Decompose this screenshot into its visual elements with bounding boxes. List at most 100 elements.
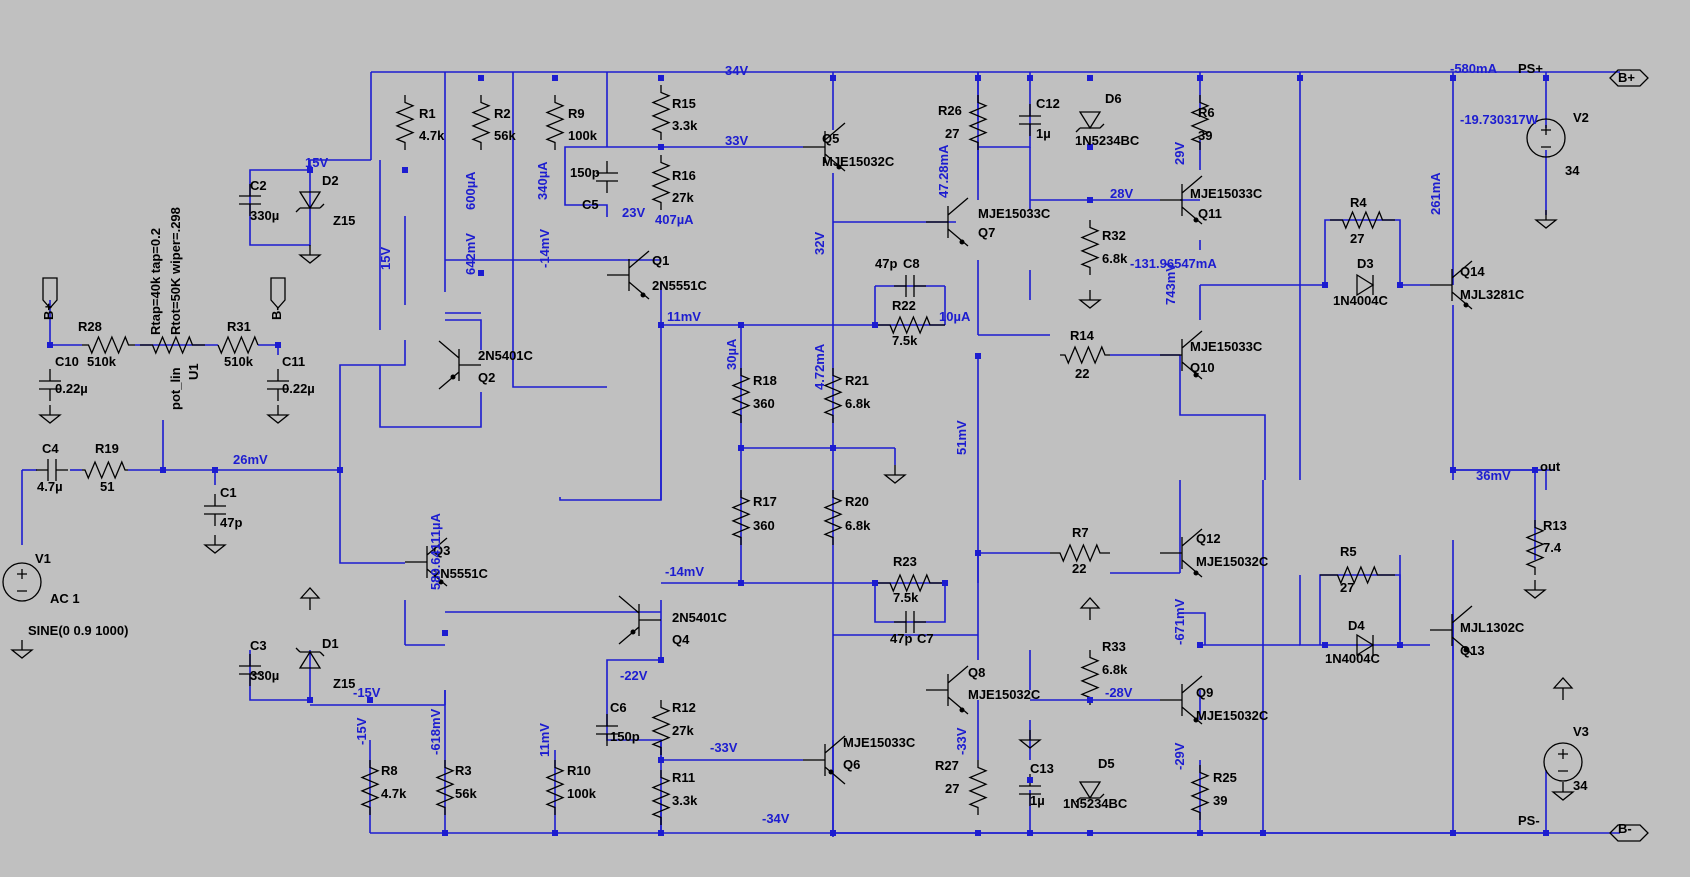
net-label: 11mV — [667, 309, 701, 324]
resistor-r6 — [1190, 95, 1210, 150]
component-label: out — [1540, 459, 1561, 474]
transistor-q14 — [1430, 260, 1473, 310]
resistor-r25 — [1190, 765, 1210, 820]
component-label: R1 — [419, 106, 436, 121]
component-label: R7 — [1072, 525, 1089, 540]
net-label: -580mA — [1450, 61, 1498, 76]
component-label: 360 — [753, 396, 775, 411]
component-label: R10 — [567, 763, 591, 778]
component-label: 27 — [1350, 231, 1364, 246]
ground-symbol — [203, 535, 227, 554]
component-label: 1N4004C — [1333, 293, 1389, 308]
wire — [559, 283, 662, 501]
component-label: 34 — [1565, 163, 1580, 178]
junction-dot — [942, 580, 948, 586]
net-label-vertical: -618mV — [428, 708, 443, 755]
capacitor-c6 — [596, 714, 618, 746]
transistor-q5 — [803, 122, 846, 172]
component-label: C7 — [917, 631, 934, 646]
junction-dot — [367, 697, 373, 703]
component-label: Q14 — [1460, 264, 1485, 279]
resistor-r13 — [1525, 520, 1545, 575]
component-label: Q11 — [1198, 206, 1222, 221]
emitter-arrow — [630, 629, 636, 635]
component-label: V2 — [1573, 110, 1589, 125]
component-label: 150p — [610, 729, 640, 744]
junction-dot — [1450, 75, 1456, 81]
wire — [1319, 574, 1401, 645]
component-label: 2N5551C — [433, 566, 489, 581]
junction-dot — [1197, 830, 1203, 836]
junction-dot — [658, 75, 664, 81]
wire — [445, 319, 482, 350]
transistor-q6 — [803, 735, 846, 785]
component-label: Q10 — [1190, 360, 1215, 375]
net-label-vertical: 47.28mA — [936, 144, 951, 198]
emitter-arrow — [1193, 570, 1199, 576]
net-label: -28V — [1105, 685, 1133, 700]
net-label: 23V — [622, 205, 645, 220]
net-label-vertical: 11mV — [537, 723, 552, 757]
component-label: 6.8k — [845, 518, 871, 533]
component-label: 330µ — [250, 208, 279, 223]
emitter-arrow — [1193, 372, 1199, 378]
wire — [564, 146, 608, 217]
wire — [249, 160, 311, 246]
junction-dot — [275, 342, 281, 348]
component-label: D3 — [1357, 256, 1374, 271]
resistor-r16 — [651, 155, 671, 210]
component-label: 100k — [568, 128, 598, 143]
junction-dot — [337, 467, 343, 473]
resistor-r27 — [968, 760, 988, 815]
component-label: R17 — [753, 494, 777, 509]
junctions — [47, 75, 1549, 836]
junction-dot — [1450, 830, 1456, 836]
junction-dot — [872, 580, 878, 586]
resistor-r20 — [823, 490, 843, 545]
junction-dot — [830, 830, 836, 836]
component-label: MJL1302C — [1460, 620, 1525, 635]
junction-dot — [442, 630, 448, 636]
junction-dot — [1027, 75, 1033, 81]
transistor-q10 — [1160, 330, 1203, 380]
component-label: 39 — [1198, 128, 1212, 143]
resistor-r22 — [875, 315, 945, 335]
ground-symbol — [38, 405, 62, 424]
polarity-marks — [1558, 749, 1568, 772]
component-label: Q7 — [978, 225, 995, 240]
component-label: 22 — [1075, 366, 1089, 381]
resistor-r11 — [651, 770, 671, 825]
net-label: 15V — [305, 155, 328, 170]
port-bplus-left-label: B+ — [41, 303, 56, 320]
capacitor-c8 — [894, 275, 926, 297]
pot-param-top: Rtap=40k tap=0.2 — [148, 228, 163, 335]
net-label: 36mV — [1476, 468, 1511, 483]
component-label: C6 — [610, 700, 627, 715]
component-label: C10 — [55, 354, 79, 369]
capacitor-c10 — [39, 369, 61, 401]
net-label-vertical: -14mV — [537, 229, 552, 268]
resistor-r17 — [731, 490, 751, 545]
zener-d6 — [1075, 111, 1105, 133]
junction-dot — [1322, 282, 1328, 288]
net-label-vertical: 4.72mA — [812, 343, 827, 390]
component-label: 4.7µ — [37, 479, 63, 494]
junction-dot — [1197, 642, 1203, 648]
component-label: 0.22µ — [282, 381, 315, 396]
resistor-r32 — [1080, 220, 1100, 275]
component-label: R22 — [892, 298, 916, 313]
net-label: -33V — [710, 740, 738, 755]
capacitor-c1 — [204, 494, 226, 526]
component-label: 510k — [224, 354, 254, 369]
component-label: R21 — [845, 373, 869, 388]
emitter-arrow — [1193, 717, 1199, 723]
transistor-q9 — [1160, 675, 1203, 725]
component-label: 2N5401C — [478, 348, 534, 363]
component-label: R20 — [845, 494, 869, 509]
components — [2, 69, 1649, 842]
voltage-source-v2 — [1526, 118, 1566, 158]
component-label: V1 — [35, 551, 51, 566]
component-label: 3.3k — [672, 793, 698, 808]
resistor-r26 — [968, 95, 988, 150]
